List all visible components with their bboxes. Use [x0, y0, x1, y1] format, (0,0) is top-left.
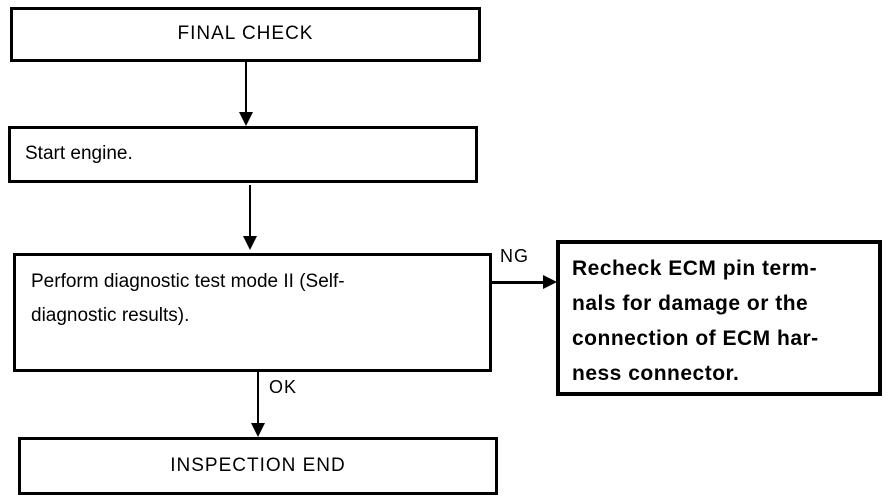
node-inspection-end-label: INSPECTION END [170, 454, 346, 476]
arrow-down-icon [239, 112, 253, 126]
arrow-final-to-start-line [245, 62, 247, 113]
arrow-ok-line [257, 372, 259, 424]
node-final-check: FINAL CHECK [10, 7, 481, 62]
node-recheck-ecm-line2: nals for damage or the [572, 292, 809, 315]
node-recheck-ecm-line4: ness connector. [572, 362, 740, 385]
node-recheck-ecm: Recheck ECM pin term- nals for damage or… [556, 240, 882, 396]
node-recheck-ecm-line1: Recheck ECM pin term- [572, 257, 818, 280]
edge-label-ng: NG [500, 246, 529, 266]
node-perform-diagnostic-line2: diagnostic results). [31, 305, 190, 326]
arrow-start-to-perform-line [249, 185, 251, 237]
arrow-right-icon [543, 275, 557, 289]
node-perform-diagnostic-line1: Perform diagnostic test mode II (Self- [31, 271, 345, 292]
edge-label-ok: OK [269, 377, 298, 397]
node-start-engine-label: Start engine. [25, 143, 133, 165]
arrow-ng-line [492, 281, 544, 284]
node-recheck-ecm-line3: connection of ECM har- [572, 327, 819, 350]
node-start-engine: Start engine. [8, 126, 478, 183]
node-perform-diagnostic: Perform diagnostic test mode II (Self- d… [13, 253, 492, 372]
arrow-down-icon [251, 423, 265, 437]
arrow-down-icon [243, 236, 257, 250]
node-inspection-end: INSPECTION END [18, 437, 498, 495]
node-final-check-label: FINAL CHECK [177, 23, 314, 45]
